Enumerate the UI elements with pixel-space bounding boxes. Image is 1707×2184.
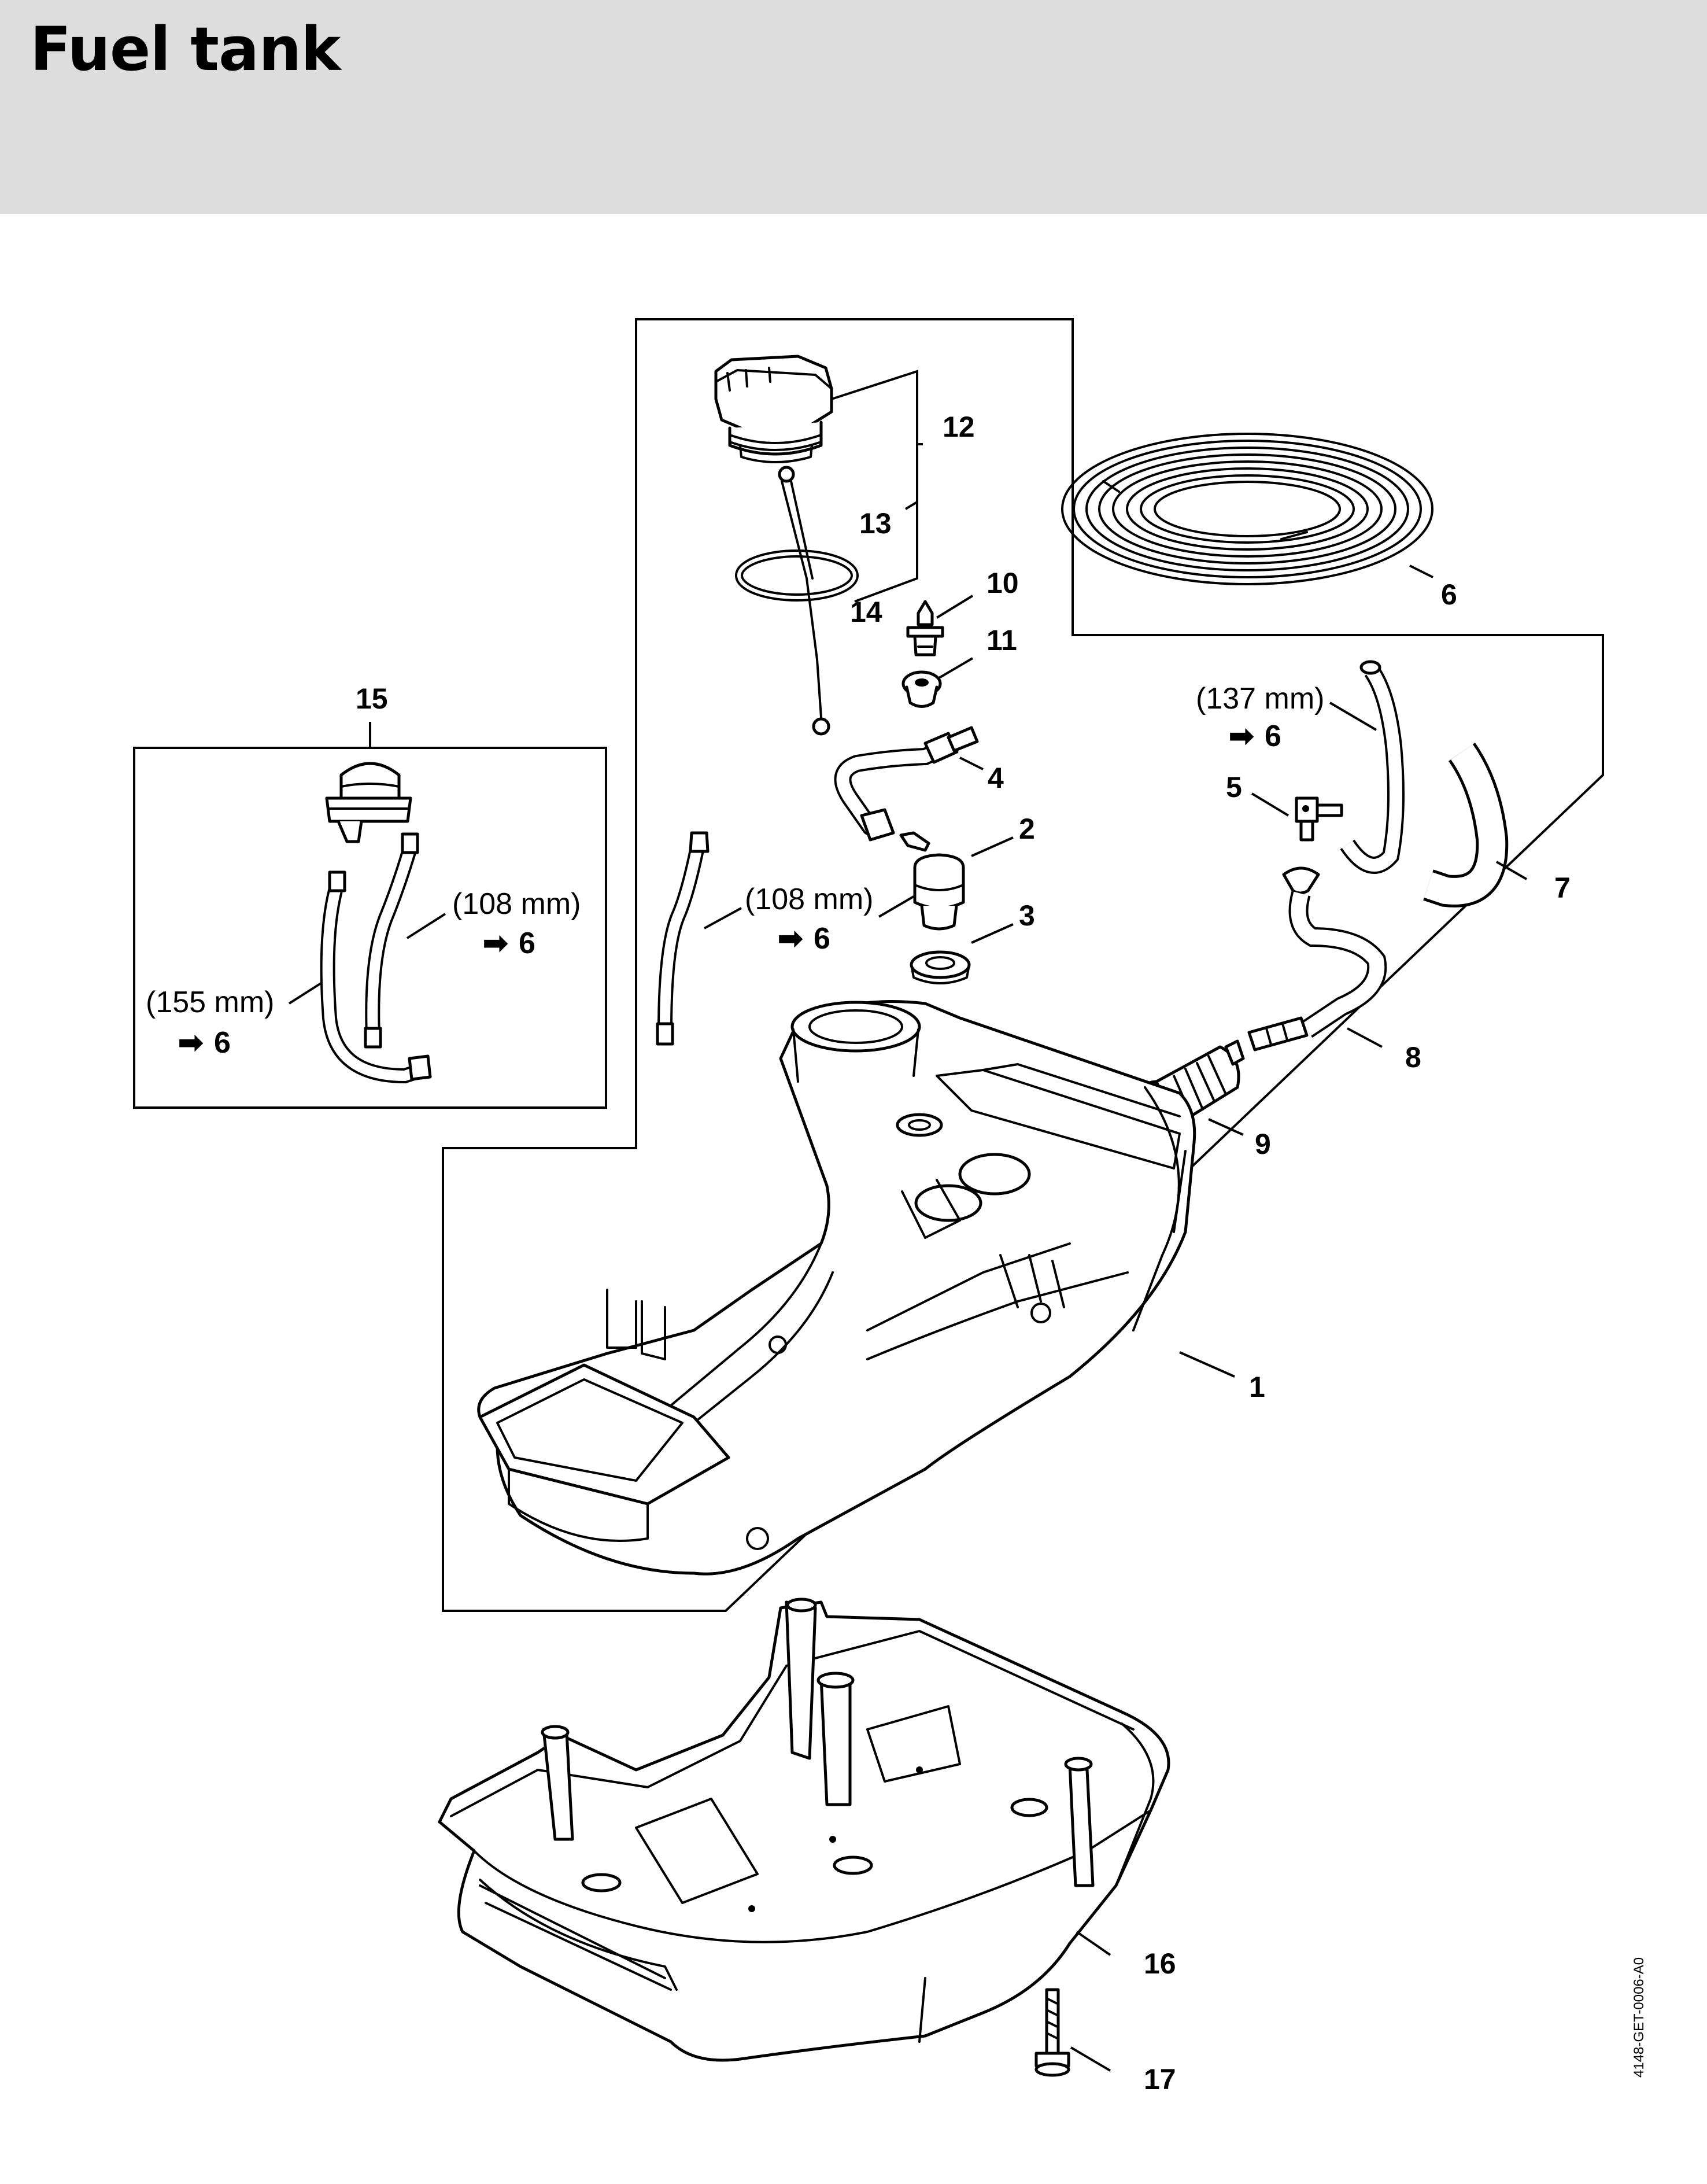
callout-numbers: 1 2 3 4 5 6 7 8 9 10 11 12 13 14 15 16 1… (356, 411, 1571, 2096)
callout-8: 8 (1405, 1041, 1421, 1073)
callout-6: 6 (1441, 578, 1457, 611)
header-band (0, 0, 1707, 214)
callout-13: 13 (859, 507, 892, 540)
callout-16: 16 (1144, 1947, 1176, 1980)
tank-vent-valve (906, 600, 944, 656)
filler-hose (1423, 742, 1509, 907)
primer-bulb (325, 762, 412, 843)
ref-6-c: 6 (519, 927, 535, 960)
callout-14: 14 (850, 596, 882, 628)
fuel-tank-body (477, 1000, 1196, 1576)
primer-hose-155mm (320, 870, 432, 1084)
callout-10: 10 (986, 567, 1019, 599)
grommet (901, 670, 942, 708)
note-108mm-center: (108 mm) (745, 883, 873, 916)
callout-1: 1 (1249, 1371, 1265, 1403)
callout-5: 5 (1226, 771, 1242, 803)
connector-hose-center (656, 831, 710, 1046)
lower-housing (438, 1598, 1170, 2062)
elbow-connector (1295, 796, 1343, 842)
callout-3: 3 (1019, 899, 1035, 932)
figure-code: 4148-GET-0006-A0 (1631, 1957, 1647, 2078)
ref-arrow-icon: ➡ (778, 922, 803, 956)
fuel-hose-coil (1061, 433, 1433, 585)
callout-7: 7 (1554, 872, 1571, 904)
screw (1034, 1988, 1070, 2077)
callout-11: 11 (986, 624, 1017, 656)
leader-lines (288, 565, 1527, 2072)
callout-17: 17 (1144, 2063, 1176, 2096)
retaining-cord (778, 466, 830, 736)
callout-15: 15 (356, 682, 388, 715)
suction-hose (834, 726, 979, 842)
primer-hose-108mm (364, 832, 419, 1049)
note-155mm: (155 mm) (146, 986, 274, 1019)
callout-12: 12 (943, 411, 975, 443)
page-title: Fuel tank (30, 14, 341, 84)
fuel-line (1247, 866, 1387, 1052)
length-notes: (137 mm) ➡ 6 (108 mm) ➡ 6 (108 mm) ➡ 6 (… (146, 682, 1324, 1060)
ref-arrow-icon: ➡ (1229, 720, 1254, 753)
ref-arrow-icon: ➡ (483, 927, 508, 960)
note-137mm: (137 mm) (1196, 682, 1324, 715)
bracket-12-14 (831, 370, 918, 603)
ref-arrow-icon: ➡ (178, 1026, 204, 1060)
note-108mm-left: (108 mm) (452, 887, 581, 921)
seal-ring (910, 950, 971, 984)
ref-6-b: 6 (814, 922, 830, 956)
return-hose-137mm (1340, 660, 1405, 874)
ref-6-d: 6 (214, 1026, 231, 1060)
fuel-pickup-body (899, 831, 965, 931)
ref-6-a: 6 (1265, 720, 1281, 753)
callout-4: 4 (988, 762, 1004, 794)
fuel-cap (714, 355, 833, 463)
callout-2: 2 (1019, 813, 1035, 845)
callout-9: 9 (1255, 1128, 1271, 1160)
